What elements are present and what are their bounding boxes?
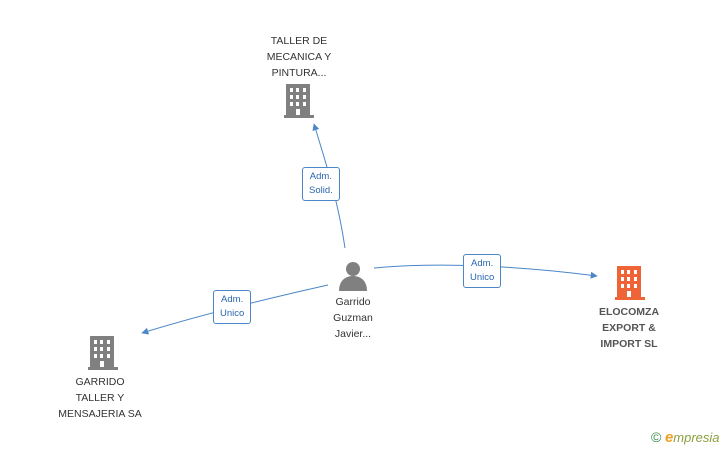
edge-label-to-elocomza[interactable]: Adm. Unico (463, 254, 502, 288)
person-icon[interactable] (339, 262, 367, 291)
node-label-elocomza[interactable]: ELOCOMZA EXPORT & IMPORT SL (598, 306, 660, 350)
node-label-person[interactable]: Garrido Guzman Javier... (333, 296, 373, 340)
edge-label-to-garrido[interactable]: Adm. Unico (213, 290, 252, 324)
brand-name: mpresia (673, 430, 720, 445)
node-label-taller-mecanica[interactable]: TALLER DE MECANICA Y PINTURA... (266, 35, 332, 79)
node-label-garrido-taller[interactable]: GARRIDO TALLER Y MENSAJERIA SA (58, 376, 142, 420)
building-icon[interactable] (284, 84, 314, 118)
building-icon[interactable] (615, 266, 645, 300)
brand-logo: © empresia (651, 429, 720, 446)
edge-label-to-taller[interactable]: Adm. Solid. (302, 167, 340, 201)
building-icon[interactable] (88, 336, 118, 370)
copyright-symbol: © (651, 429, 662, 445)
brand-initial: e (664, 429, 674, 446)
